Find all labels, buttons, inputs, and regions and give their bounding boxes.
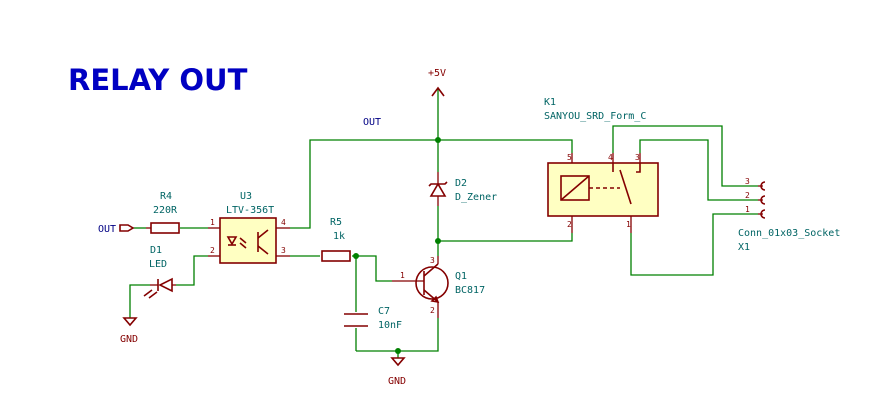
resistor-r5[interactable]: R5 1k [321, 217, 351, 262]
out-input-label: OUT [98, 224, 116, 235]
transistor-q1[interactable]: 1 2 3 Q1 BC817 [392, 256, 485, 318]
x1-ref: X1 [738, 242, 750, 253]
vcc-symbol: +5V [428, 68, 446, 97]
vcc-label: +5V [428, 68, 446, 79]
r4-value: 220R [153, 205, 178, 216]
k1-pin-3: 3 [635, 153, 640, 162]
gnd-left-label: GND [120, 334, 138, 345]
k1-pin-1: 1 [626, 220, 631, 229]
r5-ref: R5 [330, 217, 342, 228]
relay-k1[interactable]: 5 4 3 2 1 K1 SANYOU_SRD_Form_C [544, 97, 659, 233]
u3-value: LTV-356T [226, 205, 274, 216]
led-d1[interactable]: D1 LED [143, 245, 176, 299]
k1-pin-5: 5 [567, 153, 572, 162]
q1-ref: Q1 [455, 271, 467, 282]
connector-x1[interactable]: 3 2 1 Conn_01x03_Socket X1 [738, 177, 840, 253]
u3-pin-4: 4 [281, 218, 286, 227]
u3-pin-2: 2 [210, 246, 215, 255]
x1-pin-2: 2 [745, 191, 750, 200]
k1-pin-2: 2 [567, 220, 572, 229]
c7-ref: C7 [378, 306, 390, 317]
optocoupler-u3[interactable]: 1 2 3 4 U3 LTV-356T [208, 191, 290, 264]
r4-ref: R4 [160, 191, 172, 202]
c7-value: 10nF [378, 320, 402, 331]
gnd-symbol-bottom: GND [388, 357, 406, 387]
out-net-label: OUT [363, 117, 381, 128]
wires [129, 88, 758, 358]
u3-pin-1: 1 [210, 218, 215, 227]
resistor-r4[interactable]: R4 220R [146, 191, 180, 234]
d2-value: D_Zener [455, 192, 497, 203]
q1-value: BC817 [455, 285, 485, 296]
q1-pin-3: 3 [430, 256, 435, 265]
out-input-port: OUT [98, 224, 135, 235]
junctions [353, 137, 441, 354]
u3-pin-3: 3 [281, 246, 286, 255]
k1-pin-4: 4 [608, 153, 613, 162]
x1-value: Conn_01x03_Socket [738, 228, 840, 239]
d2-ref: D2 [455, 178, 467, 189]
k1-value: SANYOU_SRD_Form_C [544, 111, 646, 122]
r5-value: 1k [333, 231, 345, 242]
d1-ref: D1 [150, 245, 162, 256]
q1-pin-2: 2 [430, 306, 435, 315]
q1-pin-1: 1 [400, 271, 405, 280]
gnd-bottom-label: GND [388, 376, 406, 387]
gnd-symbol-left: GND [120, 317, 138, 345]
sheet-title: RELAY OUT [68, 63, 248, 97]
u3-ref: U3 [240, 191, 252, 202]
zener-d2[interactable]: D2 D_Zener [428, 172, 497, 206]
x1-pin-1: 1 [745, 205, 750, 214]
k1-ref: K1 [544, 97, 556, 108]
d1-value: LED [149, 259, 167, 270]
x1-pin-3: 3 [745, 177, 750, 186]
capacitor-c7[interactable]: C7 10nF [344, 306, 402, 331]
